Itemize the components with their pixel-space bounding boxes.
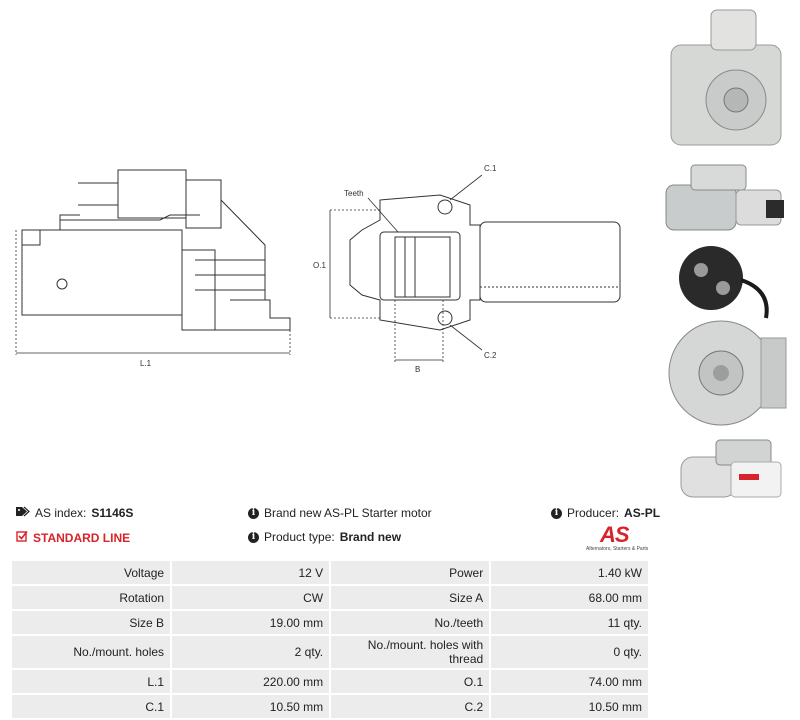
side-view: [21, 169, 291, 331]
spec-value: 10.50 mm: [172, 695, 330, 718]
label-o1: O.1: [313, 261, 326, 270]
info-icon: i: [248, 507, 259, 519]
photo-front-view: [670, 9, 782, 146]
as-index: AS index: S1146S: [16, 506, 133, 520]
spec-value: 74.00 mm: [491, 670, 648, 693]
as-index-label: AS index:: [35, 506, 87, 520]
spec-value: 0 qty.: [491, 636, 648, 668]
spec-label: L.1: [12, 670, 171, 693]
spec-label: O.1: [331, 670, 490, 693]
spec-label: Power: [331, 561, 490, 584]
product-line: STANDARD LINE: [16, 530, 130, 545]
photo-boxed-view: [680, 439, 782, 498]
as-pl-logo: AS Alternators, Starters & Parts: [586, 522, 650, 554]
label-l1: L.1: [140, 359, 152, 368]
spec-value: 19.00 mm: [172, 611, 330, 634]
spec-label: Size A: [331, 586, 490, 609]
label-c1: C.1: [484, 164, 497, 173]
spec-label: No./mount. holes with thread: [331, 636, 490, 668]
description: i Brand new AS-PL Starter motor: [248, 506, 432, 520]
spec-value: 12 V: [172, 561, 330, 584]
spec-value: 1.40 kW: [491, 561, 648, 584]
spec-value: 10.50 mm: [491, 695, 648, 718]
label-b: B: [415, 365, 420, 374]
product-type: i Product type: Brand new: [248, 530, 401, 544]
spec-label: Size B: [12, 611, 171, 634]
label-c2: C.2: [484, 351, 497, 360]
spec-value: 220.00 mm: [172, 670, 330, 693]
spec-label: C.1: [12, 695, 171, 718]
spec-value: CW: [172, 586, 330, 609]
info-icon: i: [551, 507, 562, 519]
check-square-icon: [16, 530, 28, 545]
spec-label: No./teeth: [331, 611, 490, 634]
logo-text: AS: [600, 522, 630, 547]
product-type-label: Product type:: [264, 530, 335, 544]
description-text: Brand new AS-PL Starter motor: [264, 506, 432, 520]
as-index-value: S1146S: [91, 506, 134, 520]
spec-label: Rotation: [12, 586, 171, 609]
info-icon: i: [248, 531, 259, 543]
photo-rear-view: [668, 320, 787, 426]
photo-solenoid-view: [679, 246, 769, 319]
spec-label: No./mount. holes: [12, 636, 171, 668]
spec-value: 68.00 mm: [491, 586, 648, 609]
photo-side-view: [665, 164, 784, 231]
spec-label: C.2: [331, 695, 490, 718]
logo-tagline: Alternators, Starters & Parts: [586, 546, 649, 552]
product-line-label: STANDARD LINE: [33, 530, 131, 545]
product-photos: [655, 0, 800, 500]
spec-label: Voltage: [12, 561, 171, 584]
technical-drawing: L.1 O.1 B Teeth C.1 C.2: [15, 164, 621, 374]
producer-label: Producer:: [567, 506, 620, 520]
producer: i Producer: AS-PL: [551, 506, 660, 520]
spec-value: 2 qty.: [172, 636, 330, 668]
end-view: [349, 194, 621, 331]
tag-icon: [16, 506, 30, 520]
product-info: AS index: S1146S STANDARD LINE i Brand n…: [0, 500, 800, 560]
producer-value: AS-PL: [624, 506, 661, 520]
label-teeth: Teeth: [344, 189, 364, 198]
product-type-value: Brand new: [339, 530, 402, 544]
spec-value: 11 qty.: [491, 611, 648, 634]
